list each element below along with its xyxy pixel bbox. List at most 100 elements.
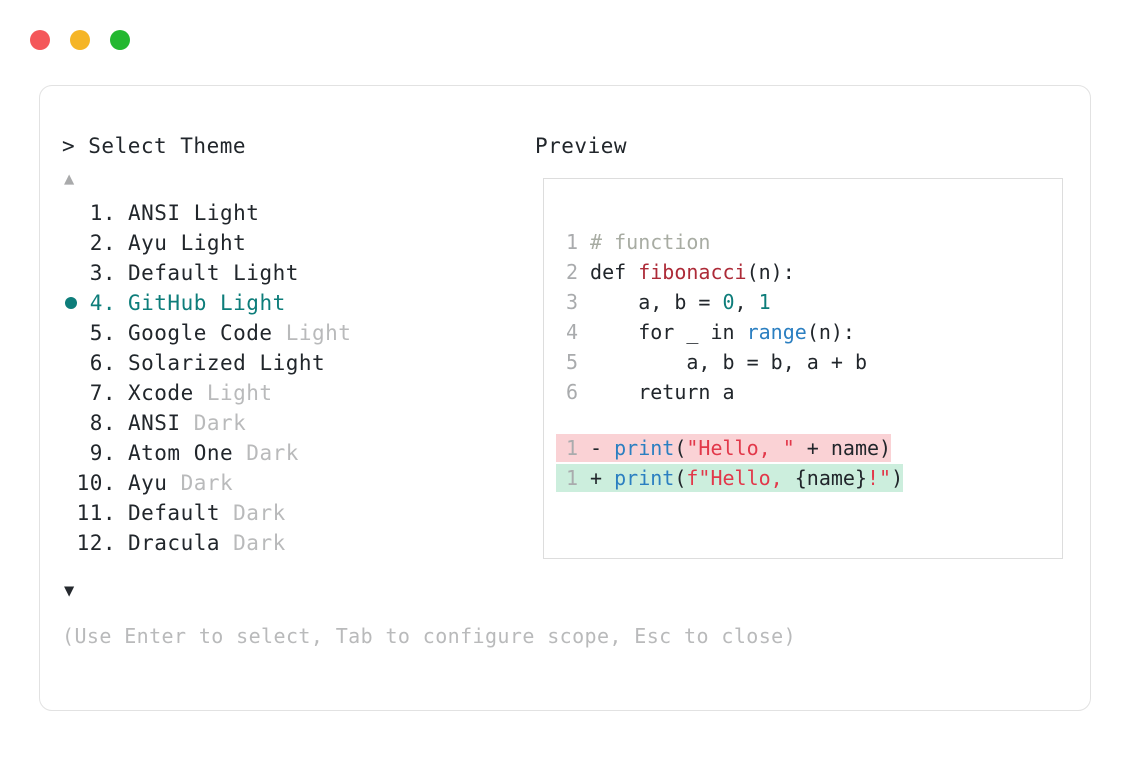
code-line: 1 # function [556,227,903,257]
code-line: 3 a, b = 0, 1 [556,287,903,317]
theme-item-index: 9. [76,441,116,465]
theme-item-name: Ayu [128,471,181,495]
theme-list-item[interactable]: 8.ANSI Dark [62,408,492,438]
code-token: !" [867,466,892,490]
code-line: 6 return a [556,377,903,407]
close-dot[interactable] [30,30,50,50]
theme-item-index: 10. [76,471,116,495]
line-number: 4 [565,320,578,344]
theme-item-index: 4. [76,291,116,315]
code-token: range [746,320,807,344]
theme-list-item[interactable]: 1. ANSI Light [62,198,492,228]
theme-item-name: GitHub [128,291,221,315]
line-number: 6 [565,380,578,404]
code-token: (n): [806,320,855,344]
theme-item-index: 5. [76,321,116,345]
code-token: ) [891,466,904,490]
code-blank-line [556,407,903,433]
diff-line-add: 1 + print(f"Hello, {name}!") [556,463,904,493]
line-gutter-space [578,260,590,284]
theme-item-name: Atom One [128,441,247,465]
code-token: {name} [794,466,868,490]
code-token: "Hello, " [686,436,795,460]
theme-item-variant: Light [233,261,299,285]
theme-item-variant: Light [193,201,260,225]
theme-item-variant: Light [259,351,326,375]
code-token: ( [674,466,687,490]
code-token: (n): [746,260,795,284]
theme-item-index: 7. [76,381,116,405]
theme-list-item[interactable]: 12.Dracula Dark [62,528,492,558]
code-line: 2 def fibonacci(n): [556,257,903,287]
code-token: a, b = b, a + b [590,350,867,374]
code-token: print [614,466,675,490]
diff-line-number: 1 [565,466,578,490]
code-line: 5 a, b = b, a + b [556,347,903,377]
theme-list-item[interactable]: 7. Xcode Light [62,378,492,408]
code-line: 4 for _ in range(n): [556,317,903,347]
minimize-dot[interactable] [70,30,90,50]
preview-header: Preview [535,134,628,158]
theme-item-index: 11. [76,501,116,525]
theme-item-variant: Dark [193,411,247,435]
theme-item-name: ANSI [128,411,194,435]
theme-item-variant: Dark [246,441,299,465]
diff-highlight: 1 + print(f"Hello, {name}!") [556,464,904,492]
code-token: , [734,290,759,314]
scroll-up-arrow-icon[interactable]: ▲ [64,169,75,189]
theme-item-variant: Light [180,231,247,255]
theme-list-item[interactable]: 11. Default Dark [62,498,492,528]
code-token: a, b = [590,290,723,314]
theme-list-item[interactable]: 10. Ayu Dark [62,468,492,498]
theme-list-item[interactable]: 2.Ayu Light [62,228,492,258]
selected-indicator-dot [65,297,77,309]
theme-item-name: Solarized [128,351,260,375]
theme-item-variant: Light [206,381,273,405]
line-gutter-space [578,230,590,254]
theme-item-name: ANSI [128,201,194,225]
line-number: 3 [565,290,578,314]
theme-item-name: Default [128,501,234,525]
code-token: fibonacci [638,260,747,284]
theme-item-index: 1. [76,201,116,225]
theme-item-variant: Dark [180,471,234,495]
footer-hint: (Use Enter to select, Tab to configure s… [62,624,797,648]
maximize-dot[interactable] [110,30,130,50]
theme-item-name: Default [128,261,234,285]
line-gutter-space [578,380,590,404]
theme-list-item[interactable]: 5.Google Code Light [62,318,492,348]
theme-item-variant: Dark [233,501,286,525]
theme-item-variant: Light [220,291,286,315]
theme-item-name: Dracula [128,531,234,555]
diff-marker: + [578,466,615,490]
theme-item-name: Xcode [128,381,207,405]
theme-item-variant: Light [285,321,352,345]
diff-highlight: 1 - print("Hello, " + name) [556,434,892,462]
theme-item-index: 6. [76,351,116,375]
line-number: 2 [565,260,578,284]
theme-list: 1. ANSI Light 2.Ayu Light 3.Default Light… [62,198,492,558]
theme-list-item[interactable]: 4. GitHub Light [62,288,492,318]
code-token: return a [590,380,735,404]
code-token: f"Hello, [686,466,795,490]
line-number: 5 [565,350,578,374]
theme-list-item[interactable]: 3.Default Light [62,258,492,288]
line-gutter-space [578,320,590,344]
diff-line-number: 1 [565,436,578,460]
scroll-down-arrow-icon[interactable]: ▼ [64,581,75,601]
prompt-header: > Select Theme [62,134,247,158]
diff-marker: - [578,436,615,460]
theme-list-item[interactable]: 6. Solarized Light [62,348,492,378]
code-token: 0 [722,290,735,314]
code-token: # function [590,230,711,254]
window-traffic-lights [30,30,130,50]
diff-line-del: 1 - print("Hello, " + name) [556,433,903,463]
theme-selector-card: > Select Theme Preview ▲ ▼ 1. ANSI Light … [39,85,1091,711]
theme-item-index: 12. [76,531,116,555]
theme-list-item[interactable]: 9. Atom One Dark [62,438,492,468]
line-number: 1 [565,230,578,254]
line-gutter-space [578,350,590,374]
code-token: ( [674,436,687,460]
